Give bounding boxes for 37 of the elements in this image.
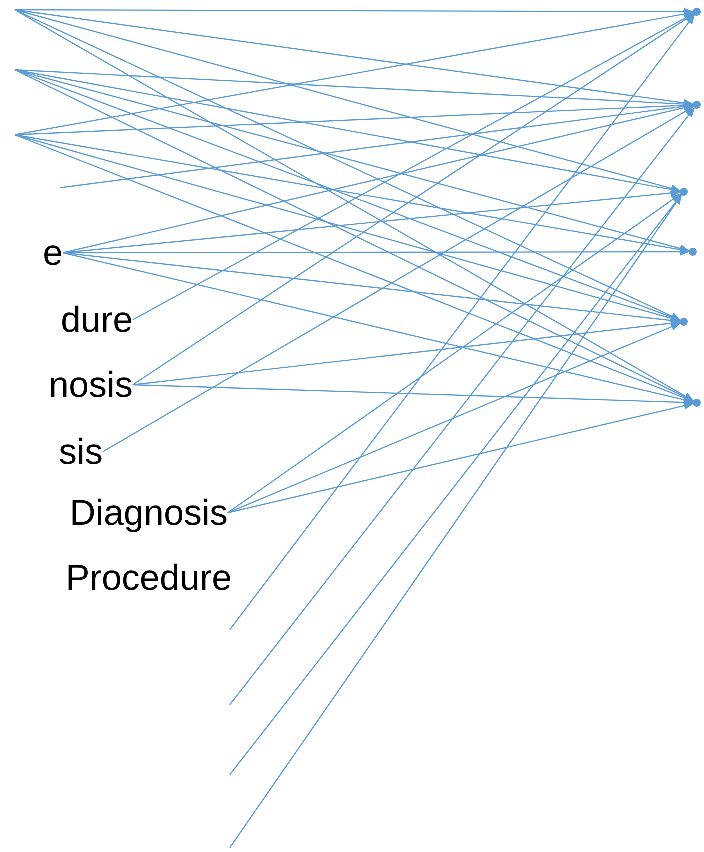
arrow bbox=[14, 9, 682, 192]
node-label: dure bbox=[60, 299, 133, 341]
arrow-target-point bbox=[689, 248, 697, 256]
arrow bbox=[14, 134, 694, 402]
arrow-target-point bbox=[693, 399, 701, 407]
arrow-target-point bbox=[680, 318, 688, 326]
arrow bbox=[132, 320, 681, 386]
node-label: e bbox=[42, 232, 63, 274]
arrow bbox=[14, 9, 694, 402]
arrow bbox=[14, 134, 690, 254]
arrow bbox=[102, 106, 694, 453]
arrow bbox=[14, 134, 682, 322]
arrow bbox=[14, 9, 694, 108]
node-label: nosis bbox=[48, 364, 133, 406]
arrow bbox=[230, 14, 696, 630]
arrow bbox=[62, 189, 681, 254]
node-label: Diagnosis bbox=[70, 492, 228, 534]
arrow bbox=[230, 107, 696, 706]
arrow-target-point bbox=[680, 188, 688, 196]
arrow bbox=[14, 69, 682, 194]
arrow bbox=[14, 69, 690, 253]
arrow-target-point bbox=[693, 101, 701, 109]
arrow bbox=[228, 402, 694, 514]
arrow bbox=[63, 248, 690, 256]
node-label: Procedure bbox=[66, 557, 232, 599]
arrow bbox=[228, 322, 682, 514]
node-label: sis bbox=[59, 431, 103, 473]
arrow bbox=[62, 252, 681, 325]
arrow bbox=[228, 194, 682, 514]
arrow bbox=[132, 14, 695, 386]
arrow bbox=[14, 10, 694, 136]
arrow bbox=[62, 104, 694, 254]
arrow bbox=[62, 252, 694, 404]
arrow bbox=[14, 69, 694, 402]
arrow-target-point bbox=[693, 8, 701, 16]
arrow bbox=[14, 9, 682, 321]
arrow bbox=[132, 13, 694, 321]
